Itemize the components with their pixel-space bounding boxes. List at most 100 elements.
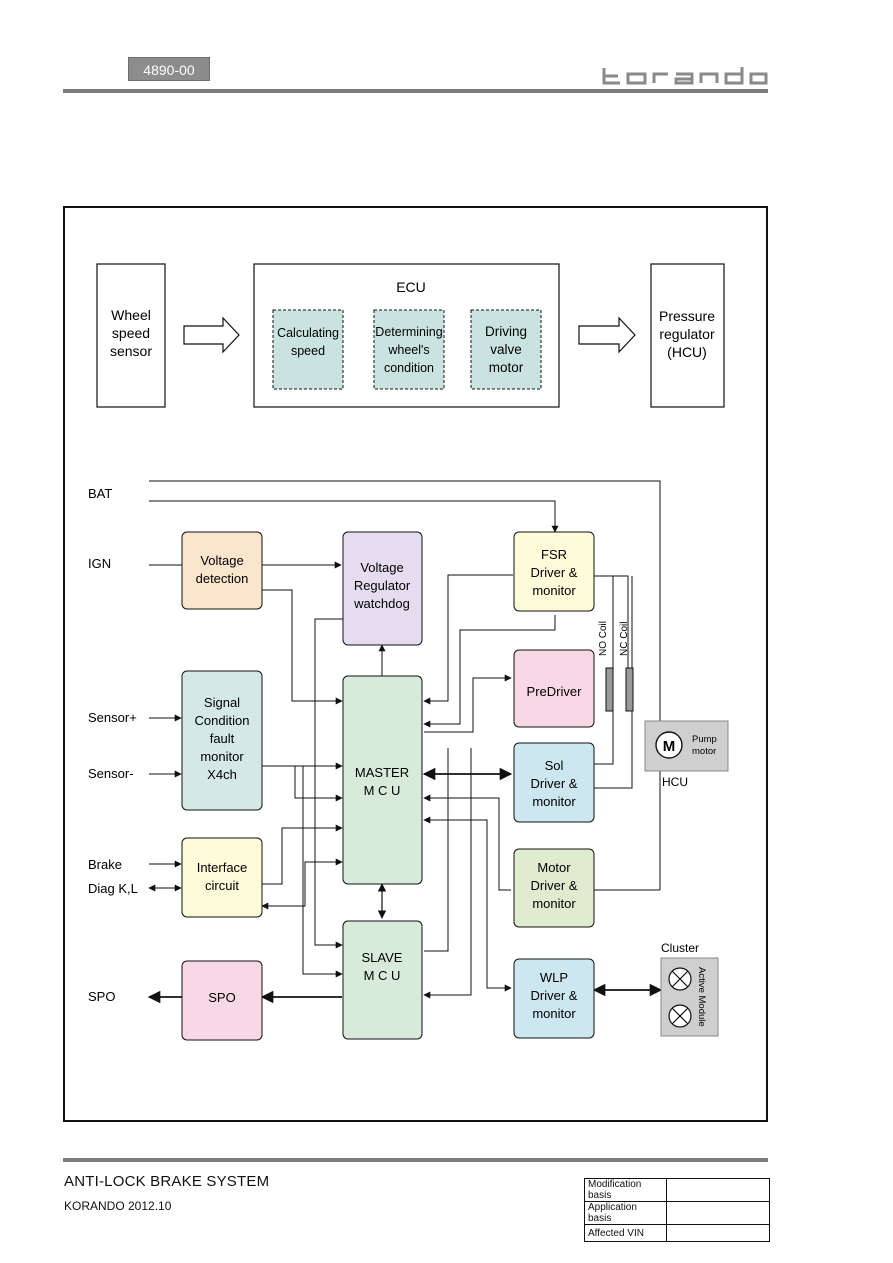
ecu-function-label: Determining — [375, 325, 442, 339]
hollow-arrow-right — [578, 316, 636, 354]
voltage-detection-block: Voltage detection — [181, 531, 263, 610]
block-label: Driver & — [531, 988, 578, 1003]
table-cell-label: Application basis — [584, 1201, 667, 1225]
pump-motor: M Pump motor HCU — [644, 720, 729, 789]
wlp-driver-block: WLP Driver & monitor — [513, 958, 595, 1039]
brake-label: Brake — [88, 857, 122, 872]
pressure-regulator-label: (HCU) — [667, 344, 707, 360]
ecu-function-label: Driving — [485, 324, 527, 339]
korando-logo — [602, 67, 768, 85]
table-cell-label: Affected VIN — [584, 1224, 667, 1242]
block-label: MASTER — [355, 765, 409, 780]
block-label: PreDriver — [527, 684, 583, 699]
slave-to-predriver-line — [423, 748, 472, 999]
ecu-function-label: wheel's — [387, 343, 429, 357]
block-label: X4ch — [207, 767, 237, 782]
signal-condition-block: Signal Condition fault monitor X4ch — [181, 670, 263, 811]
block-label: WLP — [540, 970, 568, 985]
master-to-wlp-line — [423, 816, 512, 992]
block-label: SPO — [208, 990, 235, 1005]
active-module-label: Active Module — [696, 967, 707, 1027]
abs-diagram-frame: Wheel speed sensor ECU Calculating speed… — [63, 206, 768, 1122]
sol-driver-block: Sol Driver & monitor — [513, 742, 595, 823]
interface-to-master-line — [262, 824, 343, 885]
table-cell-value — [666, 1201, 770, 1225]
nc-coil: NC Coil — [619, 622, 634, 712]
page-code: 4890-00 — [128, 57, 210, 81]
block-label: Voltage — [200, 553, 243, 568]
block-label: detection — [196, 571, 249, 586]
signal-to-master-line2 — [294, 766, 343, 802]
wheel-speed-sensor-label: Wheel — [111, 307, 151, 323]
ecu-function-label: condition — [384, 361, 434, 375]
block-label: fault — [210, 731, 235, 746]
block-label: monitor — [200, 749, 244, 764]
block-label: circuit — [205, 878, 239, 893]
block-label: monitor — [532, 794, 576, 809]
ign-label: IGN — [88, 556, 111, 571]
cluster-label: Cluster — [661, 941, 699, 955]
warning-lamp-icon — [668, 967, 692, 991]
block-label: Driver & — [531, 776, 578, 791]
block-label: Driver & — [531, 565, 578, 580]
spo-block: SPO — [181, 960, 263, 1041]
ecu-title: ECU — [396, 279, 426, 295]
hollow-arrow-right — [183, 316, 240, 354]
master-to-motor-line — [423, 794, 511, 891]
modification-table: Modification basis Application basis Aff… — [584, 1178, 770, 1242]
fsr-to-predriver-line — [423, 615, 556, 728]
regulator-to-slave-line — [314, 618, 343, 949]
block-label: M C U — [364, 783, 401, 798]
footer-title: ANTI-LOCK BRAKE SYSTEM — [64, 1173, 270, 1190]
sensor-minus-label: Sensor- — [88, 766, 134, 781]
block-label: FSR — [541, 547, 567, 562]
table-cell-label: Modification basis — [584, 1178, 667, 1202]
block-label: M C U — [364, 968, 401, 983]
table-cell-value — [666, 1224, 770, 1242]
pressure-regulator-label: Pressure — [659, 308, 715, 324]
block-label: SLAVE — [362, 950, 403, 965]
vdet-to-master-line — [262, 589, 343, 705]
footer-rule — [63, 1158, 768, 1162]
abs-block-diagram: Wheel speed sensor ECU Calculating speed… — [88, 263, 729, 1041]
block-label: Sol — [545, 758, 564, 773]
ecu-block: ECU Calculating speed Determining wheel'… — [253, 263, 560, 408]
no-coil: NO Coil — [598, 621, 614, 712]
pump-label: Pump — [692, 734, 717, 745]
slave-to-fsr-line — [424, 748, 449, 952]
warning-lamp-icon — [668, 1004, 692, 1028]
wheel-speed-sensor-label: sensor — [110, 343, 152, 359]
ecu-function-label: motor — [489, 360, 524, 375]
slave-mcu-block: SLAVE M C U — [342, 920, 423, 1040]
pressure-regulator-label: regulator — [659, 326, 715, 342]
footer-subtitle: KORANDO 2012.10 — [64, 1199, 172, 1213]
wheel-speed-sensor-block: Wheel speed sensor — [96, 263, 166, 408]
ecu-function-box — [373, 309, 445, 390]
interface-master-link — [261, 858, 343, 910]
ecu-function-box — [272, 309, 344, 390]
voltage-regulator-block: Voltage Regulator watchdog — [342, 531, 423, 646]
block-label: Driver & — [531, 878, 578, 893]
no-coil-label: NO Coil — [598, 621, 609, 656]
motor-symbol: M — [663, 738, 676, 755]
hcu-label: HCU — [662, 775, 688, 789]
ecu-function-label: speed — [291, 344, 325, 358]
block-label: Voltage — [360, 560, 403, 575]
nc-coil-label: NC Coil — [619, 622, 630, 656]
sensor-plus-label: Sensor+ — [88, 710, 137, 725]
pressure-regulator-block: Pressure regulator (HCU) — [650, 263, 725, 408]
block-label: Motor — [537, 860, 571, 875]
wheel-speed-sensor-label: speed — [112, 325, 150, 341]
header-rule — [63, 89, 768, 93]
cluster-module: Cluster Active Module — [660, 941, 719, 1037]
fsr-driver-block: FSR Driver & monitor — [513, 531, 595, 612]
ecu-function-label: Calculating — [277, 326, 339, 340]
block-label: watchdog — [353, 596, 410, 611]
table-row: Affected VIN — [584, 1224, 770, 1242]
block-label: Regulator — [354, 578, 411, 593]
table-cell-value — [666, 1178, 770, 1202]
pump-label: motor — [692, 746, 716, 757]
nc-coil-to-sol-line — [594, 711, 633, 789]
block-label: monitor — [532, 583, 576, 598]
block-label: monitor — [532, 896, 576, 911]
